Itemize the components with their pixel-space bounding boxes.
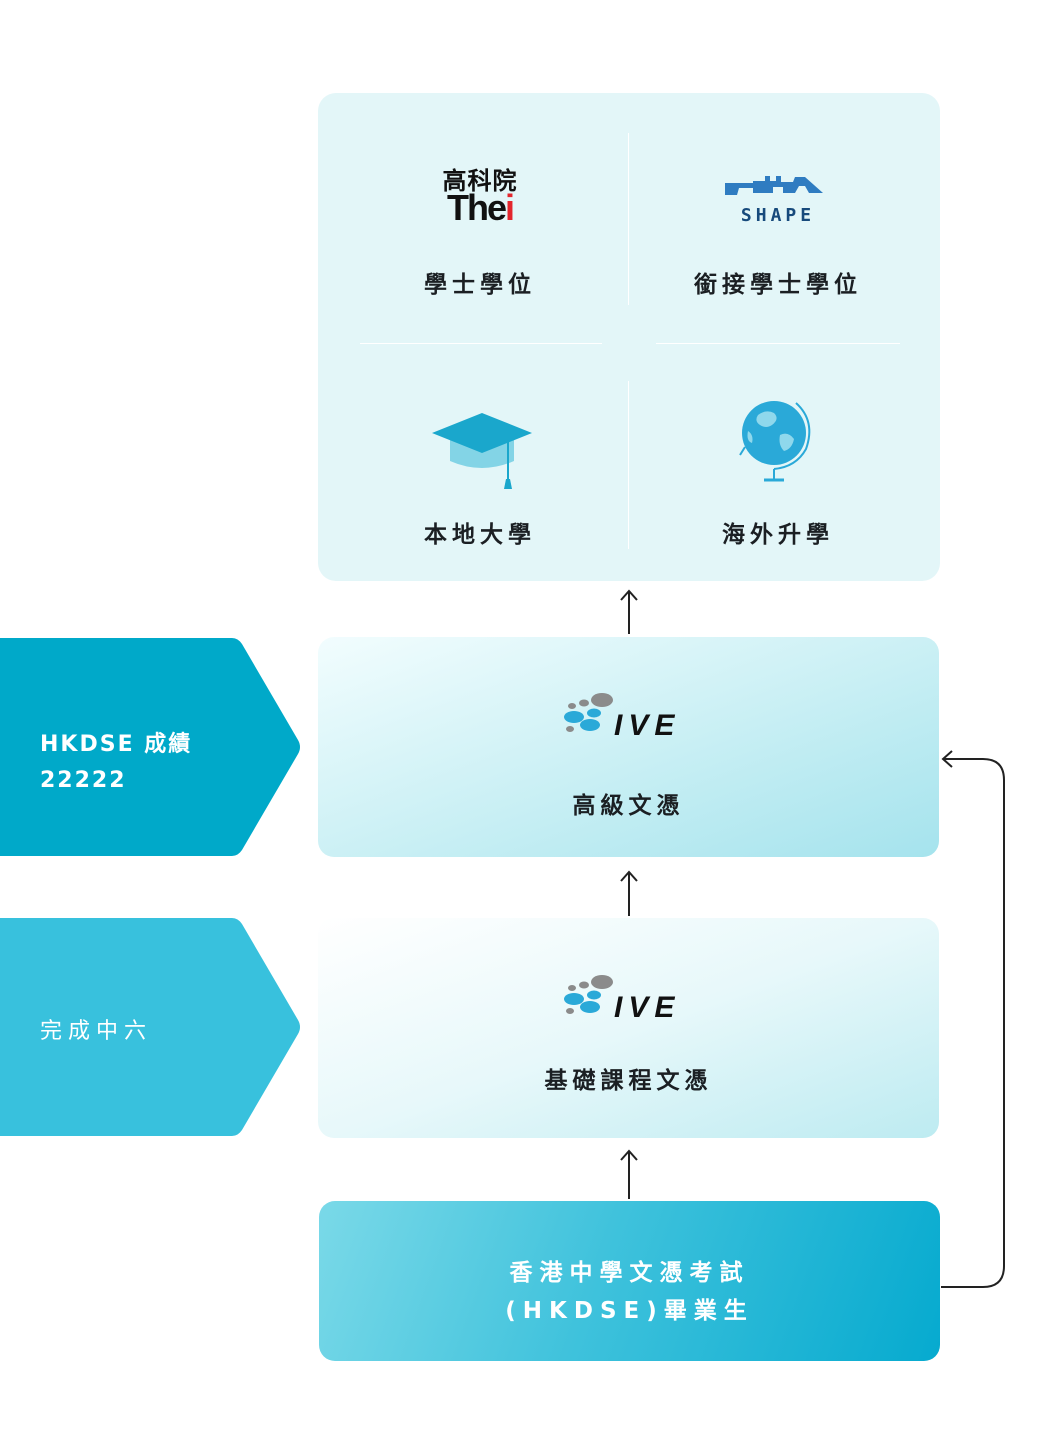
- divider-horizontal-right: [656, 343, 900, 344]
- pathways-panel: 高科院 Thei 學士學位 SHAPE 銜接學士學位 本地大學: [318, 93, 940, 581]
- pathway-local-university: 本地大學: [330, 343, 630, 581]
- pathway-shape: SHAPE 銜接學士學位: [628, 93, 928, 343]
- dse-graduates-box: 香港中學文憑考試 (HKDSE)畢業生: [319, 1201, 940, 1361]
- local-university-label: 本地大學: [424, 522, 536, 548]
- arrow-hd-to-pathways: [620, 589, 638, 634]
- ive-dots-icon: [564, 975, 613, 1014]
- divider-horizontal-left: [360, 343, 602, 344]
- entry-fd-text: 完成中六: [40, 1014, 152, 1050]
- foundation-diploma-title: 基礎課程文憑: [544, 1068, 713, 1094]
- entry-hd-text: HKDSE 成績 22222: [40, 727, 192, 799]
- shape-logo-icon: [725, 176, 823, 195]
- shape-label: 銜接學士學位: [694, 272, 862, 298]
- dse-line2: (HKDSE)畢業生: [505, 1298, 754, 1324]
- overseas-label: 海外升學: [722, 522, 834, 548]
- dse-line1: 香港中學文憑考試: [509, 1260, 750, 1286]
- thei-label: 學士學位: [424, 272, 536, 298]
- arrow-dse-to-hd: [941, 750, 1005, 1288]
- globe-icon: [739, 401, 811, 482]
- higher-diploma-title: 高級文憑: [572, 793, 685, 819]
- thei-logo-en: Thei: [446, 187, 515, 228]
- pathway-thei: 高科院 Thei 學士學位: [330, 93, 630, 343]
- entry-hd-line1: HKDSE 成績: [40, 732, 193, 757]
- ive-logo-text-fd: IVE: [614, 991, 681, 1024]
- ive-logo-hd: IVE: [560, 689, 700, 749]
- higher-diploma-box: IVE 高級文憑: [318, 637, 939, 857]
- ive-logo-text-hd: IVE: [614, 709, 681, 742]
- thei-logo: 高科院 Thei: [330, 161, 630, 231]
- entry-hd-badge: [0, 638, 300, 856]
- pathway-overseas: 海外升學: [628, 343, 928, 581]
- entry-fd-badge: [0, 918, 300, 1136]
- divider-vertical-top: [628, 133, 629, 305]
- arrow-fd-to-hd: [620, 870, 638, 916]
- graduation-cap-icon: [432, 413, 532, 489]
- arrow-dse-to-fd: [620, 1149, 638, 1199]
- entry-fd-line1: 完成中六: [40, 1019, 153, 1044]
- ive-logo-fd: IVE: [560, 971, 700, 1031]
- foundation-diploma-box: IVE 基礎課程文憑: [318, 918, 939, 1138]
- divider-vertical-bottom: [628, 381, 629, 549]
- entry-hd-line2: 22222: [40, 768, 127, 793]
- shape-logo-text: SHAPE: [740, 205, 816, 226]
- ive-dots-icon: [564, 693, 613, 732]
- thei-logo-cn: 高科院: [442, 167, 518, 195]
